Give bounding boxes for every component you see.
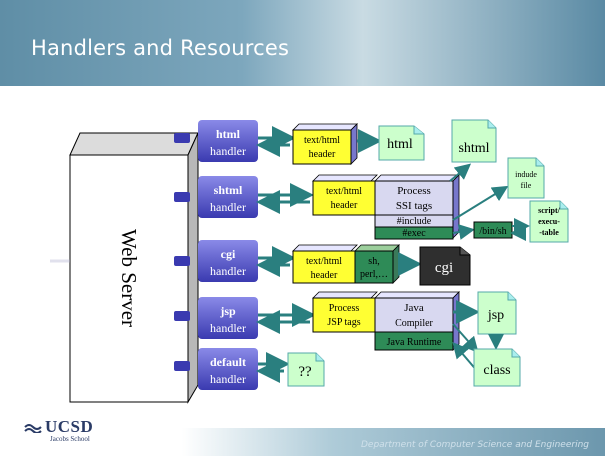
header-1-line2: header bbox=[309, 149, 336, 160]
header-2-line1: text/html bbox=[326, 186, 362, 197]
doc-script-line1: script/ bbox=[538, 206, 561, 215]
doc-html: html bbox=[378, 125, 425, 161]
handler-jsp-suffix: handler bbox=[210, 321, 246, 335]
handler-default-name: default bbox=[210, 355, 246, 369]
header-4-line1: Process bbox=[329, 303, 360, 314]
doc-include-line2: file bbox=[521, 181, 532, 190]
handler-jsp: jsp handler bbox=[174, 297, 258, 339]
handler-html-name: html bbox=[216, 127, 241, 141]
header-3-line1: text/html bbox=[306, 256, 342, 267]
exec-label: #exec bbox=[402, 228, 426, 239]
doc-class-label: class bbox=[483, 363, 510, 378]
binsh-box: /bin/sh bbox=[473, 221, 513, 239]
doc-script-line3: -table bbox=[539, 228, 559, 237]
footer-bar bbox=[0, 428, 605, 456]
row-shtml: text/html header Process SSI tags #inclu… bbox=[256, 119, 569, 243]
header-3-line2: header bbox=[311, 270, 338, 281]
wave-icon bbox=[24, 424, 42, 434]
header-1-line1: text/html bbox=[304, 135, 340, 146]
row-default: ?? bbox=[256, 352, 325, 387]
doc-script: script/ execu- -table bbox=[529, 200, 569, 243]
ssi-line1: Process bbox=[397, 185, 431, 197]
doc-class: class bbox=[473, 348, 521, 387]
handler-cgi-suffix: handler bbox=[210, 264, 246, 278]
handler-jsp-name: jsp bbox=[219, 304, 236, 318]
include-label: #include bbox=[397, 216, 432, 227]
doc-cgi: cgi bbox=[419, 246, 471, 286]
web-server-label: Web Server bbox=[117, 229, 141, 327]
row-html: text/html header html bbox=[256, 123, 425, 165]
header-4-line2: JSP tags bbox=[327, 317, 360, 328]
title-bar bbox=[0, 0, 605, 86]
logo-main-text: UCSD bbox=[45, 417, 94, 436]
handler-default-suffix: handler bbox=[210, 372, 246, 386]
java-compiler-line2: Compiler bbox=[395, 318, 433, 329]
footer-text: Department of Computer Science and Engin… bbox=[360, 440, 589, 450]
handler-shtml-suffix: handler bbox=[210, 200, 246, 214]
doc-unknown: ?? bbox=[287, 352, 325, 387]
ucsd-logo: UCSD Jacobs School bbox=[24, 417, 93, 443]
cgi-langs-line2: perl,… bbox=[360, 269, 388, 280]
doc-include-line1: indude bbox=[515, 170, 537, 179]
slide-title: Handlers and Resources bbox=[31, 36, 290, 60]
handler-default: default handler bbox=[174, 348, 258, 390]
doc-jsp: jsp bbox=[477, 291, 517, 335]
handler-cgi: cgi handler bbox=[174, 240, 258, 282]
doc-html-label: html bbox=[387, 137, 413, 152]
doc-shtml-label: shtml bbox=[458, 141, 489, 156]
handler-html-suffix: handler bbox=[210, 144, 246, 158]
binsh-label: /bin/sh bbox=[479, 226, 506, 237]
doc-shtml: shtml bbox=[451, 119, 497, 163]
handler-shtml-name: shtml bbox=[214, 183, 243, 197]
ssi-line2: SSI tags bbox=[396, 200, 432, 212]
doc-include-file: indude file bbox=[507, 157, 545, 199]
row-jsp: Process JSP tags Java Compiler Java Runt… bbox=[256, 291, 521, 387]
header-2-line2: header bbox=[331, 200, 358, 211]
handler-cgi-name: cgi bbox=[221, 247, 236, 261]
handler-shtml: shtml handler bbox=[174, 176, 258, 218]
doc-cgi-label: cgi bbox=[435, 260, 453, 276]
logo-sub-text: Jacobs School bbox=[50, 435, 90, 443]
handler-html: html handler bbox=[174, 120, 258, 162]
doc-script-line2: execu- bbox=[538, 217, 560, 226]
cgi-langs-line1: sh, bbox=[368, 256, 379, 267]
web-server-box: Web Server bbox=[69, 132, 199, 404]
java-compiler-line1: Java bbox=[404, 302, 424, 314]
doc-jsp-label: jsp bbox=[487, 308, 504, 323]
row-cgi: text/html header sh, perl,… cgi bbox=[256, 244, 471, 286]
java-runtime-label: Java Runtime bbox=[387, 337, 442, 348]
doc-unknown-label: ?? bbox=[298, 364, 312, 380]
